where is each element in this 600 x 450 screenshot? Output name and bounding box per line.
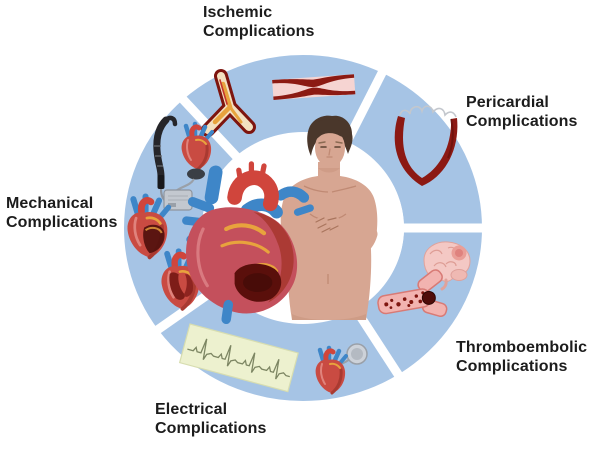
label-electrical: Electrical Complications [155,400,267,438]
label-pericardial-line2: Complications [466,113,578,130]
ecg-strip-icon [178,323,299,393]
label-electrical-line1: Electrical [155,401,228,418]
label-pericardial-line1: Pericardial [466,94,549,111]
infarcted-heart [182,161,314,325]
label-thromboembolic: Thromboembolic Complications [456,338,587,376]
label-pericardial: Pericardial Complications [466,93,578,131]
heart-aorta [227,161,279,212]
label-ischemic: Ischemic Complications [203,3,315,41]
label-ischemic-line1: Ischemic [203,4,273,21]
label-electrical-line2: Complications [155,420,267,437]
ruptured-heart-icon [127,197,168,258]
heart-pacemaker-icon [316,343,368,393]
patient-clutching-chest [280,115,378,320]
patient-waist-shadow [292,314,366,320]
vessel-thrombus-icon [377,269,448,318]
lvad-pump [187,168,205,180]
label-mechanical: Mechanical Complications [6,194,118,232]
patient-left-forearm [320,224,378,258]
heart-cross-section-icon [162,251,201,309]
label-thromboembolic-line2: Complications [456,358,568,375]
stenosed-vessel-icon [272,74,356,100]
patient-face [315,129,345,167]
label-mechanical-line1: Mechanical [6,195,94,212]
ecg-trace [187,338,290,380]
patient-hands [313,215,341,235]
atherosclerotic-artery-icon [201,69,256,137]
label-ischemic-line2: Complications [203,23,315,40]
label-mechanical-line2: Complications [6,214,118,231]
label-thromboembolic-line1: Thromboembolic [456,339,588,356]
thrombus-dots [384,291,425,310]
pericardial-effusion-icon [394,105,458,186]
